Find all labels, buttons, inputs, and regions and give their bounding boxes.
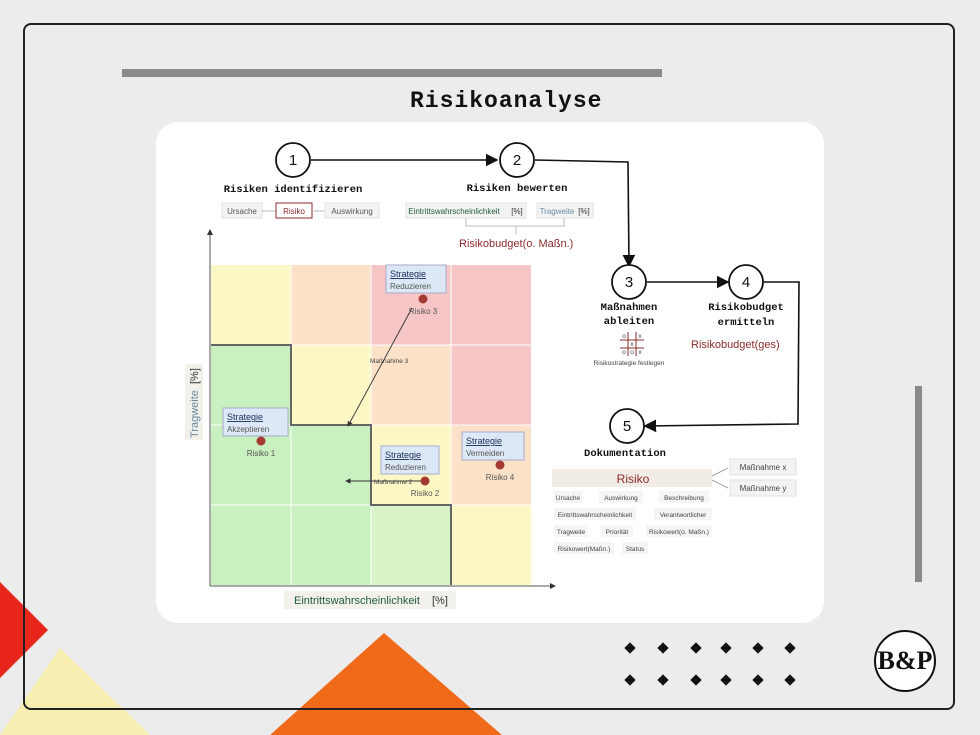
step-5-number: 5: [623, 418, 631, 435]
strategy-box-avoid: Strategie Vermeiden: [461, 431, 525, 461]
likelihood-box-label: Eintrittswahrscheinlichkeit: [408, 207, 500, 216]
svg-text:Strategie: Strategie: [227, 412, 263, 422]
step-2-number: 2: [513, 152, 521, 169]
risk-3-label: Risiko 3: [409, 307, 438, 316]
y-axis-unit: [%]: [189, 368, 201, 384]
doc-field: Risikowert(Maßn.): [558, 546, 611, 553]
risk-1-point: [256, 436, 266, 446]
svg-text:o: o: [630, 349, 634, 356]
x-axis-label: Eintrittswahrscheinlichkeit: [294, 595, 420, 607]
svg-text:Akzeptieren: Akzeptieren: [227, 425, 269, 434]
risk-4-label: Risiko 4: [486, 473, 515, 482]
step-4-circle: 4: [728, 264, 764, 300]
impact-box-unit: [%]: [578, 207, 590, 216]
risk-3-point: [418, 294, 428, 304]
measure-2-label: Maßnahme 2: [374, 479, 413, 486]
step-2-label: Risiken bewerten: [467, 183, 568, 195]
step-3-label-line1: Maßnahmen: [601, 302, 658, 314]
strategy-caption: Risikostrategie festlegen: [594, 360, 665, 367]
connector-2-3: [534, 159, 636, 268]
doc-field: Verantwortlicher: [660, 512, 707, 519]
side-accent-bar: [915, 386, 922, 582]
page-title: Risikoanalyse: [410, 88, 603, 114]
doc-field: Beschreibung: [664, 495, 704, 502]
doc-field: Eintrittswahrscheinlichkeit: [558, 512, 633, 519]
doc-measure-y: Maßnahme y: [740, 484, 787, 493]
doc-field: Ursache: [556, 495, 581, 502]
strategy-box-reduce-mid: Strategie Reduzieren: [380, 445, 440, 475]
doc-field: Risikowert(o. Maßn.): [649, 529, 709, 536]
cause-box: Ursache: [227, 207, 257, 216]
measures-tictactoe: o x x o o x: [620, 332, 644, 356]
svg-text:o: o: [622, 349, 626, 356]
svg-text:Strategie: Strategie: [466, 436, 502, 446]
svg-text:x: x: [638, 333, 642, 340]
documentation-table: Risiko Maßnahme x Maßnahme y Ursache Aus…: [552, 458, 797, 554]
step-3-circle: 3: [611, 264, 647, 300]
x-axis-unit: [%]: [432, 595, 448, 607]
step-1-number: 1: [289, 152, 297, 169]
doc-risk-header: Risiko: [617, 472, 650, 486]
measure-3-arrow: [347, 307, 413, 427]
svg-text:o: o: [622, 333, 626, 340]
likelihood-box-unit: [%]: [511, 207, 523, 216]
process-diagram: 1 2 3 4 5 Risiken identifizieren Risiken…: [185, 142, 800, 609]
effect-box: Auswirkung: [331, 207, 372, 216]
budget-total: Risikobudget(ges): [691, 339, 780, 351]
step-5-circle: 5: [609, 408, 645, 444]
slide-frame: [23, 23, 955, 710]
brand-logo: B&P: [874, 630, 936, 692]
svg-text:Reduzieren: Reduzieren: [385, 463, 426, 472]
budget-no-measures: Risikobudget(o. Maßn.): [459, 238, 573, 250]
strategy-box-accept: Strategie Akzeptieren: [222, 407, 289, 437]
svg-text:x: x: [630, 341, 634, 348]
step-4-label-line1: Risikobudget: [708, 302, 784, 314]
step-4-number: 4: [742, 274, 750, 291]
step-5-label: Dokumentation: [584, 448, 666, 460]
step-1-label: Risiken identifizieren: [224, 184, 363, 196]
diagram-card: 1 2 3 4 5 Risiken identifizieren Risiken…: [156, 122, 824, 623]
step-2-circle: 2: [499, 142, 535, 178]
top-accent-bar: [122, 69, 662, 77]
svg-text:x: x: [638, 349, 642, 356]
svg-text:Reduzieren: Reduzieren: [390, 282, 431, 291]
strategy-box-reduce-top: Strategie Reduzieren: [385, 264, 447, 294]
doc-field: Status: [626, 546, 645, 553]
risk-2-point: [420, 476, 430, 486]
risk-box: Risiko: [283, 207, 305, 216]
doc-field: Priorität: [606, 529, 629, 536]
measure-3-label: Maßnahme 3: [370, 358, 409, 365]
doc-field: Tragweite: [557, 529, 586, 536]
svg-text:Strategie: Strategie: [385, 450, 421, 460]
y-axis-label: Tragweite: [189, 390, 201, 438]
connector-4-5: [643, 281, 800, 433]
doc-measure-x: Maßnahme x: [740, 463, 787, 472]
risk-1-label: Risiko 1: [247, 449, 276, 458]
step-3-number: 3: [625, 274, 633, 291]
doc-field: Auswirkung: [604, 495, 638, 502]
step-4-label-line2: ermitteln: [718, 317, 775, 329]
svg-text:Strategie: Strategie: [390, 269, 426, 279]
step-3-label-line2: ableiten: [604, 316, 654, 328]
risk-matrix: Eintrittswahrscheinlichkeit [%] Tragweit…: [185, 229, 556, 609]
impact-box-label: Tragweite: [540, 207, 575, 216]
evaluate-details: Eintrittswahrscheinlichkeit [%] Tragweit…: [405, 202, 594, 250]
svg-text:Vermeiden: Vermeiden: [466, 449, 504, 458]
step-1-circle: 1: [275, 142, 311, 178]
risk-2-label: Risiko 2: [411, 489, 440, 498]
identify-chain: Ursache Risiko Auswirkung: [221, 202, 380, 219]
risk-4-point: [495, 460, 505, 470]
